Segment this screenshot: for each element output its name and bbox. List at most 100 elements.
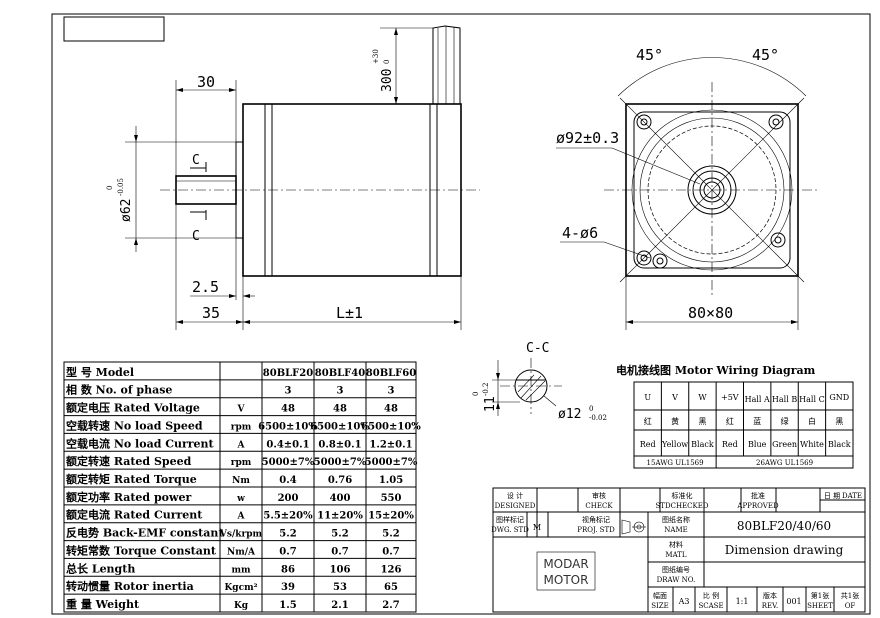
- wiring-awg-left: 15AWG UL1569: [647, 459, 704, 467]
- spec-cell: 80BLF60: [366, 368, 416, 379]
- spec-cell: 0.8±0.1: [318, 439, 361, 450]
- wiring-awg-right: 26AWG UL1569: [756, 459, 813, 467]
- mounting-hole: [652, 253, 668, 269]
- title-block-scale-cn: 比 例: [703, 591, 719, 600]
- wiring-color-cn: 蓝: [753, 416, 761, 426]
- spec-cell: 80BLF20: [263, 368, 313, 379]
- title-block-sheet-cn: 第1张: [811, 591, 829, 600]
- spec-cell: 6500±10%: [258, 421, 318, 432]
- title-block-designed-en: DESIGNED: [495, 502, 536, 510]
- dim-cable-tol-dn: 0: [383, 60, 391, 64]
- spec-cell: 86: [281, 564, 295, 575]
- shaft-tol-dn: -0.02: [589, 414, 607, 422]
- spec-cell: 3: [337, 386, 344, 397]
- wiring-color-cn: 黄: [671, 416, 679, 426]
- spec-label: 额定电压 Rated Voltage: [66, 401, 200, 415]
- title-block-size-val: A3: [678, 597, 690, 606]
- title-block-date-en: DATE: [842, 492, 862, 500]
- projection-symbol: [621, 519, 646, 535]
- title-block-rev-val: 001: [786, 597, 801, 606]
- wiring-color-en: Black: [691, 440, 714, 449]
- wiring-color-cn: 黑: [698, 417, 706, 426]
- wiring-signal: Hall A: [745, 395, 770, 404]
- dim-dia-tol-dn: -0.05: [117, 178, 125, 196]
- dim-shaft-length: 30: [197, 73, 215, 91]
- spec-label: 重 量 Weight: [66, 597, 140, 611]
- spec-cell: 5000±7%: [314, 457, 367, 468]
- spec-cell: Nm: [232, 476, 250, 486]
- mounting-hole: [636, 250, 652, 266]
- title-block-check-en: CHECK: [585, 502, 613, 510]
- title-block-rev-cn: 版本: [763, 591, 777, 600]
- wiring-color-en: Red: [722, 440, 738, 449]
- spec-label: 额定电流 Rated Current: [66, 508, 203, 522]
- spec-cell: 6500±10%: [310, 421, 370, 432]
- title-block-matl-cn: 材料: [669, 540, 683, 549]
- spec-cell: 2.7: [382, 600, 399, 611]
- mounting-hole: [770, 232, 786, 248]
- title-block-matl-en: MATL: [665, 551, 687, 559]
- title-block-proj-cn: 视角标记: [582, 515, 610, 524]
- spec-cell: 126: [381, 564, 402, 575]
- title-block-of-en: OF: [845, 602, 856, 610]
- title-block-designed-cn: 设 计: [507, 491, 523, 500]
- spec-cell: A: [237, 512, 246, 522]
- spec-cell: Kg: [234, 601, 249, 611]
- wiring-color-cn: 红: [644, 416, 652, 426]
- key-tol-dn: -0.2: [482, 383, 490, 397]
- spec-cell: 3: [388, 386, 395, 397]
- spec-cell: Kgcm²: [224, 583, 257, 593]
- title-block-dwg-std-cn: 图样标记: [496, 515, 524, 524]
- title-block-name-cn: 图纸名称: [662, 515, 690, 524]
- mounting-hole: [636, 114, 652, 130]
- spec-cell: 400: [330, 493, 351, 504]
- dim-flange-offset: 35: [202, 304, 220, 322]
- spec-cell: 65: [384, 582, 398, 593]
- spec-cell: 2.1: [331, 600, 348, 611]
- spec-cell: 0.76: [328, 475, 352, 486]
- spec-cell: 53: [333, 582, 347, 593]
- title-block-check-cn: 审核: [592, 491, 606, 500]
- spec-cell: mm: [231, 565, 251, 575]
- pcd-label: ø92±0.3: [556, 129, 619, 147]
- spec-cell: 200: [278, 493, 299, 504]
- spec-cell: 48: [333, 404, 347, 415]
- wiring-color-en: Yellow: [661, 440, 688, 449]
- title-block: MODAR MOTOR 设 计DESIGNED审核CHECK标准化STDCHEC…: [491, 487, 866, 613]
- title-block-name-en: NAME: [664, 526, 687, 534]
- mounting-hole: [768, 114, 784, 130]
- dim-flange-diameter: ø62: [119, 199, 134, 222]
- corner-label-box: [63, 16, 165, 42]
- dim-cable-tol-up: +30: [372, 49, 380, 64]
- spec-cell: 80BLF40: [315, 368, 365, 379]
- spec-label: 空载电流 No load Current: [66, 436, 215, 450]
- section-mark-bottom: C: [192, 229, 200, 244]
- title-block-size-cn: 幅面: [653, 591, 667, 600]
- key-dim: 11: [483, 396, 498, 412]
- spec-cell: 5.2: [382, 529, 399, 540]
- wiring-signal: V: [671, 393, 678, 402]
- spec-cell: rpm: [231, 422, 252, 432]
- spec-cell: 0.7: [279, 546, 296, 557]
- title-block-size-en: SIZE: [651, 602, 669, 610]
- spec-cell: 6500±10%: [361, 421, 421, 432]
- spec-cell: 1.5: [279, 600, 296, 611]
- wiring-color-en: Blue: [748, 440, 767, 449]
- spec-label: 转动惯量 Rotor inertia: [66, 579, 194, 593]
- spec-cell: 15±20%: [368, 511, 414, 522]
- angle-right-label: 45°: [752, 46, 779, 64]
- wiring-table: 电机接线图 Motor Wiring Diagram U红RedV黄Yellow…: [616, 363, 854, 469]
- side-view: C C 30 300 +30 0 ø62 0 -0.05 2.5: [106, 25, 480, 330]
- wiring-signal: GND: [829, 393, 849, 402]
- wiring-color-cn: 白: [808, 416, 816, 426]
- wiring-title: 电机接线图 Motor Wiring Diagram: [616, 363, 816, 377]
- outer-border: [51, 13, 871, 615]
- wiring-color-cn: 黑: [835, 417, 843, 426]
- spec-cell: A: [237, 440, 246, 450]
- spec-cell: 0.7: [331, 546, 348, 557]
- title-block-scale-val: 1:1: [736, 597, 749, 606]
- spec-cell: 0.4: [279, 475, 296, 486]
- spec-cell: rpm: [231, 458, 252, 468]
- dim-body-length: L±1: [336, 304, 363, 322]
